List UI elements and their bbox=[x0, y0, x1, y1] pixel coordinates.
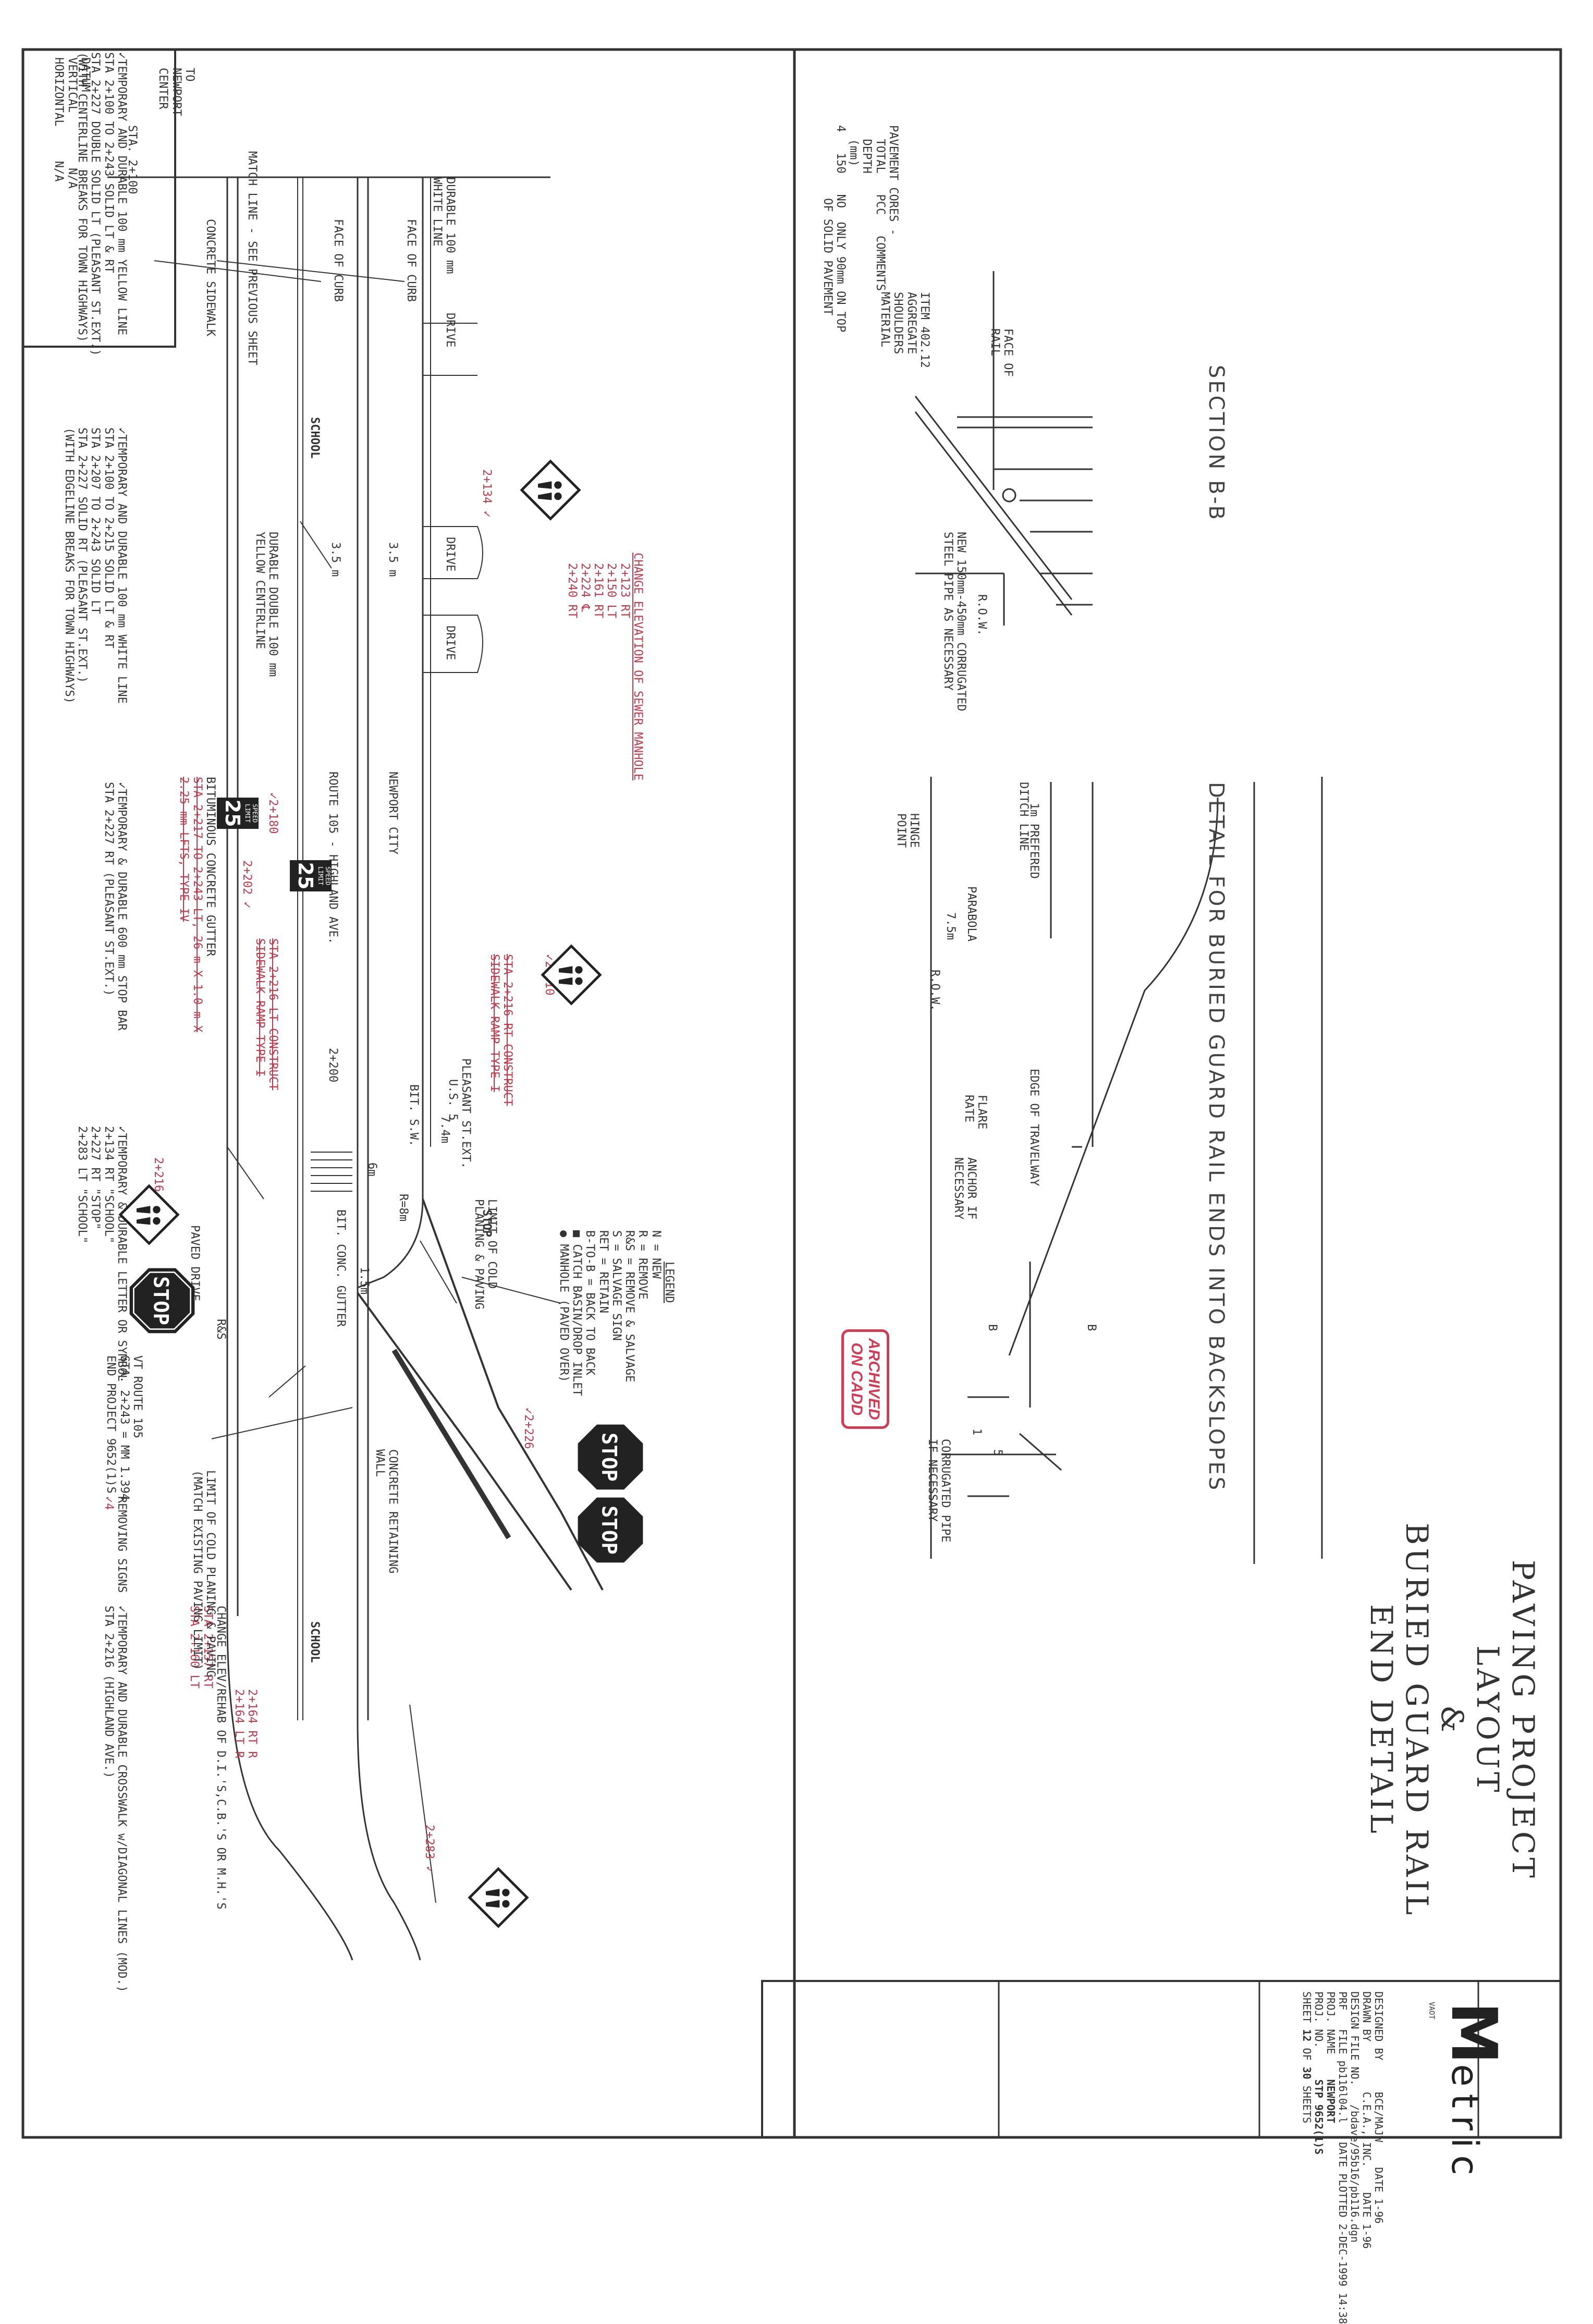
note-ramp-rt: STA 2+216 RT CONSTRUCT SIDEWALK RAMP TYP… bbox=[487, 954, 514, 1106]
lane-width-2: 3.5 m bbox=[329, 542, 342, 577]
school-pavement-mark-1: SCHOOL bbox=[308, 417, 321, 459]
radius-8m: R=8m bbox=[397, 1194, 410, 1221]
drawing-sheet: ✓TEMPORARY AND DURABLE 100 mm YELLOW LIN… bbox=[21, 48, 1562, 2324]
section-bb-drawing bbox=[914, 271, 1093, 626]
datum-block: DATUM VERTICAL N/A HORIZONTAL N/A bbox=[52, 57, 92, 189]
speed-limit-sign-1: SPEED LIMIT 25 bbox=[217, 798, 259, 829]
stop-sign-text: STOP bbox=[597, 1433, 620, 1482]
bit-sw-label: BIT. S.W. bbox=[407, 1084, 420, 1147]
concrete-sidewalk-label: CONCRETE SIDEWALK bbox=[204, 219, 217, 337]
title-block-fields: DESIGNED BY BCE/MAJW DATE 1-96 DRAWN BY … bbox=[1301, 1991, 1385, 2324]
sign-sta-2283: 2+283 ✓ bbox=[423, 1825, 436, 1873]
logo-m: M bbox=[1437, 2002, 1510, 2064]
dim-7-4m: 7.4m bbox=[438, 1116, 451, 1143]
match-line-label: MATCH LINE - SEE PREVIOUS SHEET bbox=[246, 151, 259, 365]
note-gutter: BITUMINOUS CONCRETE GUTTER STA 2+217 TO … bbox=[177, 777, 217, 1033]
dim-1-5m: 1.5m bbox=[358, 1267, 371, 1294]
drive-label-2: DRIVE bbox=[444, 537, 457, 572]
stop-sign-3: STOP bbox=[578, 1497, 643, 1563]
crosswalk-hatch bbox=[311, 1152, 352, 1192]
pleasant-st bbox=[357, 1198, 604, 1591]
detail-five: 5 bbox=[991, 1449, 1004, 1457]
section-bb-title: SECTION B-B bbox=[1204, 365, 1228, 522]
lane-width-1: 3.5 m bbox=[386, 542, 399, 577]
bit-conc-gutter-label: BIT. CONC. GUTTER bbox=[334, 1209, 347, 1327]
detail-b-1: B bbox=[986, 1324, 999, 1331]
title-line-3: & bbox=[1435, 1705, 1470, 1735]
rotated-plan-sheet: ✓TEMPORARY AND DURABLE 100 mm YELLOW LIN… bbox=[21, 48, 1562, 2324]
dim-6m: 6m bbox=[365, 1163, 378, 1177]
school-crossing-sign-4 bbox=[468, 1867, 529, 1928]
drive-label-3: DRIVE bbox=[444, 626, 457, 660]
stop-sign-text: STOP bbox=[149, 1276, 172, 1325]
sta-2200-label: 2+200 bbox=[326, 1048, 339, 1083]
stop-sign-1: STOP bbox=[129, 1268, 195, 1334]
sign-sta-2134: 2+134 ✓ bbox=[480, 469, 493, 518]
note-sewer-manhole: CHANGE ELEVATION OF SEWER MANHOLE 2+123 … bbox=[565, 553, 644, 781]
note-white-line: ✓TEMPORARY AND DURABLE 100 mm WHITE LINE… bbox=[62, 427, 128, 704]
school-crossing-sign-3 bbox=[118, 1184, 180, 1245]
detail-parabola: PARABOLA bbox=[965, 886, 978, 941]
highland-ave-lines bbox=[226, 177, 431, 1961]
school-pavement-mark-2: SCHOOL bbox=[308, 1621, 321, 1663]
note-ramp-lt: STA 2+216 LT CONSTRUCT SIDEWALK RAMP TYP… bbox=[253, 938, 279, 1091]
face-of-curb-label-2: FACE OF CURB bbox=[405, 219, 418, 302]
detail-guardrail-drawing bbox=[930, 777, 1323, 1564]
plan-linework bbox=[21, 48, 1562, 2139]
speed-limit-sign-2: SPEED LIMIT 25 bbox=[290, 860, 332, 891]
title-line-4: BURIED GUARD RAIL bbox=[1399, 1522, 1435, 1918]
note-removing-signs: REMOVING SIGNS✓4 bbox=[102, 1496, 128, 1593]
face-of-curb-label: FACE OF CURB bbox=[332, 219, 345, 302]
pleasant-st-label: PLEASANT ST.EXT.U.S. 5 bbox=[446, 1058, 472, 1169]
note-crosswalk: ✓TEMPORARY AND DURABLE CROSSWALK w/DIAGO… bbox=[102, 1606, 128, 1992]
datum-box bbox=[22, 48, 176, 348]
stop-sign-2: STOP bbox=[578, 1424, 643, 1490]
detail-title: DETAIL FOR BURIED GUARD RAIL ENDS INTO B… bbox=[1204, 782, 1228, 1493]
school-crossing-sign-2 bbox=[541, 944, 602, 1006]
title-line-1: PAVING PROJECT bbox=[1505, 1560, 1541, 1881]
detail-b-2: B bbox=[1085, 1324, 1098, 1331]
sign-rs-label: R&S bbox=[214, 1319, 227, 1340]
newport-city-label: NEWPORT CITY bbox=[386, 772, 399, 854]
title-line-2: LAYOUT bbox=[1470, 1645, 1505, 1795]
school-crossing-sign-1 bbox=[520, 459, 581, 521]
title-line-5: END DETAIL bbox=[1364, 1604, 1399, 1837]
route-label: ROUTE 105 - HIGHLAND AVE. bbox=[326, 772, 339, 945]
section-bb-row: R.O.W. bbox=[975, 594, 988, 636]
sign-sta-2180: ✓2+180 bbox=[266, 792, 279, 834]
detail-one: 1 bbox=[970, 1428, 983, 1436]
detail-row: R.O.W. bbox=[928, 970, 941, 1011]
sign-sta-2226: ✓2+226 bbox=[522, 1408, 535, 1449]
detail-dim-75: 7.5m bbox=[944, 912, 957, 940]
stop-sign-text: STOP bbox=[597, 1506, 620, 1555]
limit-cold-planing-1: LIMIT OF COLD PLANING & PAVING(MATCH EXI… bbox=[190, 1470, 217, 1678]
title-block: PAVING PROJECT LAYOUT & BURIED GUARD RAI… bbox=[1364, 1486, 1541, 1955]
title-block-box bbox=[761, 1980, 1562, 2138]
leader-lines bbox=[154, 260, 561, 1903]
detail-pref: 1m PREFERED bbox=[1027, 803, 1040, 879]
drive-label-1: DRIVE bbox=[444, 313, 457, 348]
sign-sta-2202: 2+202 ✓ bbox=[240, 860, 253, 909]
detail-edge: EDGE OF TRAVELWAY bbox=[1027, 1069, 1040, 1187]
logo: Metric VAOT bbox=[1427, 2002, 1510, 2183]
sta-start: STA. 2+100 bbox=[126, 125, 139, 194]
